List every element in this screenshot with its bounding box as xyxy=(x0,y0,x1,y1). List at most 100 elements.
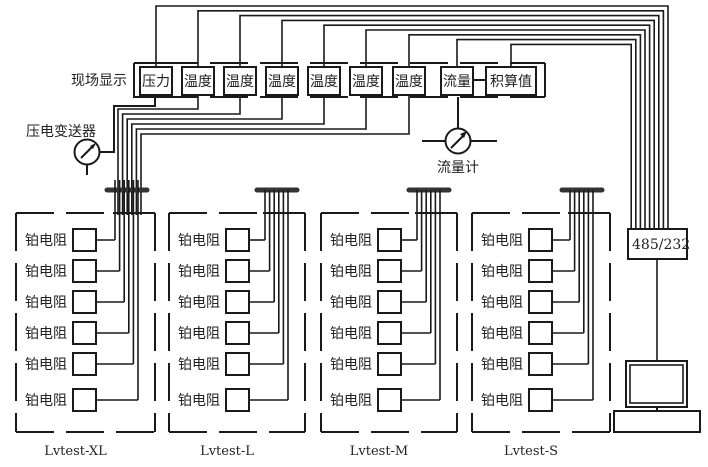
sensor-box xyxy=(528,321,553,345)
display-box-flow: 流量 xyxy=(440,66,474,96)
sensor-row: 铂电阻 xyxy=(25,228,115,252)
display-box-label: 流量 xyxy=(443,74,471,90)
display-box-label: 温度 xyxy=(395,74,423,90)
sensor-label: 铂电阻 xyxy=(481,357,523,373)
pressure-gauge-icon xyxy=(73,97,156,175)
sensor-label: 铂电阻 xyxy=(481,326,523,342)
sensor-row: 铂电阻 xyxy=(178,259,270,283)
sensor-label: 铂电阻 xyxy=(178,393,220,409)
sensor-row: 铂电阻 xyxy=(178,352,284,376)
sensor-label: 铂电阻 xyxy=(481,295,523,311)
top-wire xyxy=(155,5,669,229)
sensor-label: 铂电阻 xyxy=(330,393,372,409)
sensor-label: 铂电阻 xyxy=(481,264,523,280)
flow-meter: 流量计 xyxy=(422,97,497,176)
sensor-row: 铂电阻 xyxy=(25,352,134,376)
sensor-label: 铂电阻 xyxy=(178,357,220,373)
sensor-row: 铂电阻 xyxy=(481,259,575,283)
sensor-box xyxy=(377,352,402,376)
top-wire xyxy=(408,34,642,229)
sensor-label: 铂电阻 xyxy=(178,264,220,280)
sensor-row: 铂电阻 xyxy=(481,388,593,412)
sensor-group-label: Lvtest-S xyxy=(504,444,558,459)
sensor-row: 铂电阻 xyxy=(178,388,288,412)
top-wire xyxy=(323,24,651,229)
sensor-row: 铂电阻 xyxy=(178,290,275,314)
bottom-wire xyxy=(121,95,241,215)
sensor-label: 铂电阻 xyxy=(25,357,67,373)
top-wire xyxy=(197,10,665,229)
sensor-row: 铂电阻 xyxy=(481,228,570,252)
top-wire xyxy=(365,29,646,229)
display-panel: 现场显示 压力温度温度温度温度温度温度流量积算值 xyxy=(71,62,546,98)
sensor-box xyxy=(377,321,402,345)
display-box-label: 温度 xyxy=(226,74,254,90)
sensor-box xyxy=(528,388,553,412)
flow-gauge-icon xyxy=(422,97,497,155)
sensor-label: 铂电阻 xyxy=(330,264,372,280)
sensor-row: 铂电阻 xyxy=(330,290,427,314)
sensor-row: 铂电阻 xyxy=(330,352,436,376)
sensor-label: 铂电阻 xyxy=(481,233,523,249)
sensor-box xyxy=(225,290,250,314)
display-panel-label: 现场显示 xyxy=(71,73,127,89)
sensor-label: 铂电阻 xyxy=(330,295,372,311)
sensor-box xyxy=(528,290,553,314)
sensor-box xyxy=(225,228,250,252)
display-box-pressure: 压力 xyxy=(139,66,173,96)
sensor-box xyxy=(377,290,402,314)
bottom-wire xyxy=(131,95,325,215)
sensor-label: 铂电阻 xyxy=(178,233,220,249)
sensor-row: 铂电阻 xyxy=(330,259,422,283)
sensor-box xyxy=(72,259,97,283)
sensor-label: 铂电阻 xyxy=(178,326,220,342)
sensor-group-label: Lvtest-XL xyxy=(44,444,107,459)
pressure-transmitter: 压电变送器 xyxy=(26,97,156,175)
top-wire xyxy=(510,43,632,229)
converter-485-232: 485/232 xyxy=(627,228,690,361)
sensor-box xyxy=(225,259,250,283)
display-box-temperature: 温度 xyxy=(265,66,299,96)
bottom-wire xyxy=(117,95,199,215)
sensor-box xyxy=(377,388,402,412)
sensor-row: 铂电阻 xyxy=(481,352,589,376)
sensor-label: 铂电阻 xyxy=(481,393,523,409)
sensor-box xyxy=(72,321,97,345)
sensor-box xyxy=(377,259,402,283)
flow-meter-label: 流量计 xyxy=(437,160,479,176)
display-box-temperature: 温度 xyxy=(223,66,257,96)
display-box-label: 温度 xyxy=(352,74,380,90)
display-box-label: 温度 xyxy=(268,74,296,90)
top-wire xyxy=(281,19,655,229)
sensor-box xyxy=(72,388,97,412)
sensor-box xyxy=(72,352,97,376)
display-box-label: 温度 xyxy=(184,74,212,90)
sensor-label: 铂电阻 xyxy=(178,295,220,311)
top-wire-bundle xyxy=(155,5,669,229)
sensor-box xyxy=(225,321,250,345)
sensor-row: 铂电阻 xyxy=(481,290,580,314)
sensor-box xyxy=(72,228,97,252)
bottom-wire xyxy=(140,95,410,215)
sensor-row: 铂电阻 xyxy=(481,321,584,345)
sensor-row: 铂电阻 xyxy=(178,321,279,345)
display-panel-frame-left xyxy=(133,62,160,98)
sensor-groups: 铂电阻铂电阻铂电阻铂电阻铂电阻铂电阻Lvtest-XL铂电阻铂电阻铂电阻铂电阻铂… xyxy=(15,180,611,459)
sensor-label: 铂电阻 xyxy=(25,326,67,342)
display-box-label: 温度 xyxy=(310,74,338,90)
sensor-row: 铂电阻 xyxy=(25,321,129,345)
sensor-row: 铂电阻 xyxy=(25,388,138,412)
sensor-box xyxy=(528,352,553,376)
display-instruments: 压力温度温度温度温度温度温度流量积算值 xyxy=(139,66,537,96)
sensor-label: 铂电阻 xyxy=(330,357,372,373)
converter-label: 485/232 xyxy=(632,237,690,253)
bottom-wire xyxy=(135,95,367,215)
sensor-row: 铂电阻 xyxy=(330,321,431,345)
sensor-label: 铂电阻 xyxy=(330,233,372,249)
pressure-transmitter-label: 压电变送器 xyxy=(26,124,96,140)
display-box-temperature: 温度 xyxy=(307,66,341,96)
display-box-temperature: 温度 xyxy=(181,66,215,96)
